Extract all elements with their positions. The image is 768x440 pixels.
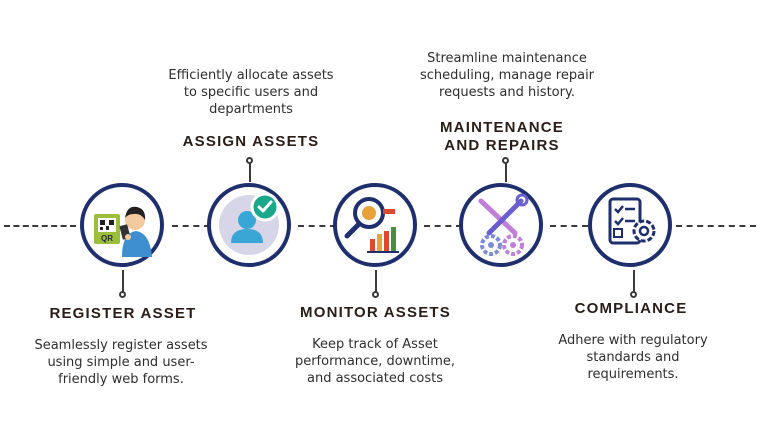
connector-line <box>676 225 756 227</box>
step-3-description: Keep track of Asset performance, downtim… <box>294 337 456 386</box>
step-3-title: MONITOR ASSETS <box>300 304 451 321</box>
stem-step-4 <box>505 160 507 182</box>
stem-step-3 <box>375 270 377 294</box>
magnifier-bar-chart-icon <box>344 197 399 253</box>
step-5-description: Adhere with regulatory standards and req… <box>558 333 708 382</box>
step-2-title: ASSIGN ASSETS <box>182 133 320 150</box>
stem-dot <box>502 157 509 164</box>
stem-dot <box>372 291 379 298</box>
step-1-title: REGISTER ASSET <box>49 305 197 322</box>
connector-line <box>550 225 588 227</box>
wrench-screwdriver-gears-icon <box>478 193 529 256</box>
stem-dot <box>119 291 126 298</box>
step-4-description: Streamline maintenance scheduling, manag… <box>419 51 595 100</box>
connector-line <box>4 225 76 227</box>
step-3-circle <box>333 183 417 267</box>
stem-step-5 <box>633 270 635 294</box>
stem-step-2 <box>249 160 251 182</box>
step-1-circle: QR <box>80 183 164 267</box>
connector-line <box>172 225 210 227</box>
step-2-description: Efficiently allocate assets to specific … <box>168 68 334 117</box>
step-4-title: MAINTENANCE AND REPAIRS <box>439 119 565 154</box>
stem-dot <box>630 291 637 298</box>
qr-label: QR <box>101 234 113 243</box>
stem-dot <box>246 157 253 164</box>
step-2-circle <box>207 183 291 267</box>
stem-step-1 <box>122 270 124 294</box>
step-5-title: COMPLIANCE <box>574 300 688 317</box>
step-4-circle <box>459 183 543 267</box>
person-scanning-qr-icon: QR <box>94 206 152 257</box>
step-1-description: Seamlessly register assets using simple … <box>34 338 208 387</box>
connector-line <box>298 225 336 227</box>
step-5-circle <box>588 183 672 267</box>
user-assigned-check-icon <box>219 192 280 255</box>
connector-line <box>424 225 462 227</box>
checklist-gear-icon <box>608 197 656 245</box>
